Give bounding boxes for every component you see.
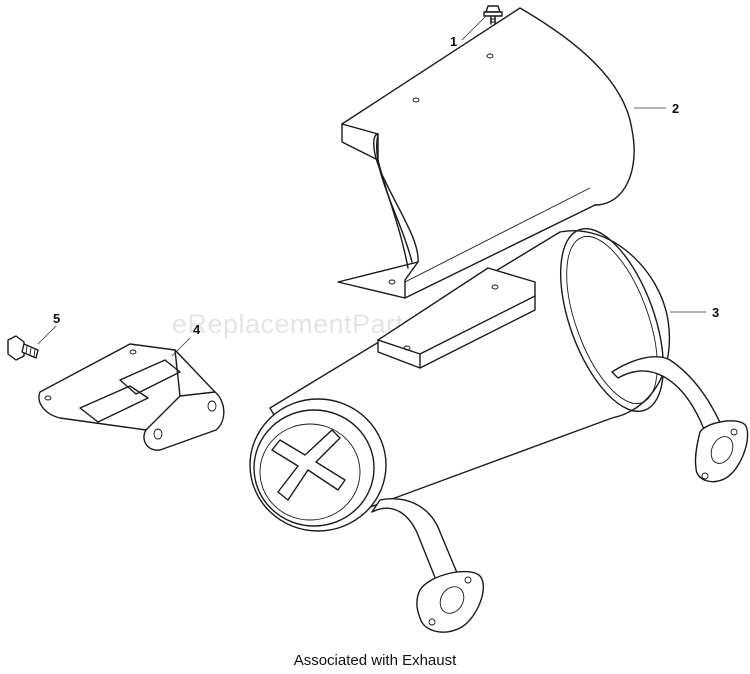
callout-3[interactable]: 3 <box>712 305 719 320</box>
callout-1[interactable]: 1 <box>450 34 457 49</box>
part-5-bolt[interactable] <box>7 335 39 361</box>
part-1-screw[interactable] <box>483 5 503 25</box>
callout-4[interactable]: 4 <box>193 322 201 337</box>
callout-2[interactable]: 2 <box>672 101 679 116</box>
part-2-heat-shield[interactable] <box>337 7 635 299</box>
part-3-muffler[interactable] <box>249 215 749 633</box>
part-4-mounting-bracket[interactable] <box>38 343 225 451</box>
callout-5[interactable]: 5 <box>53 311 60 326</box>
diagram-caption: Associated with Exhaust <box>293 652 457 669</box>
